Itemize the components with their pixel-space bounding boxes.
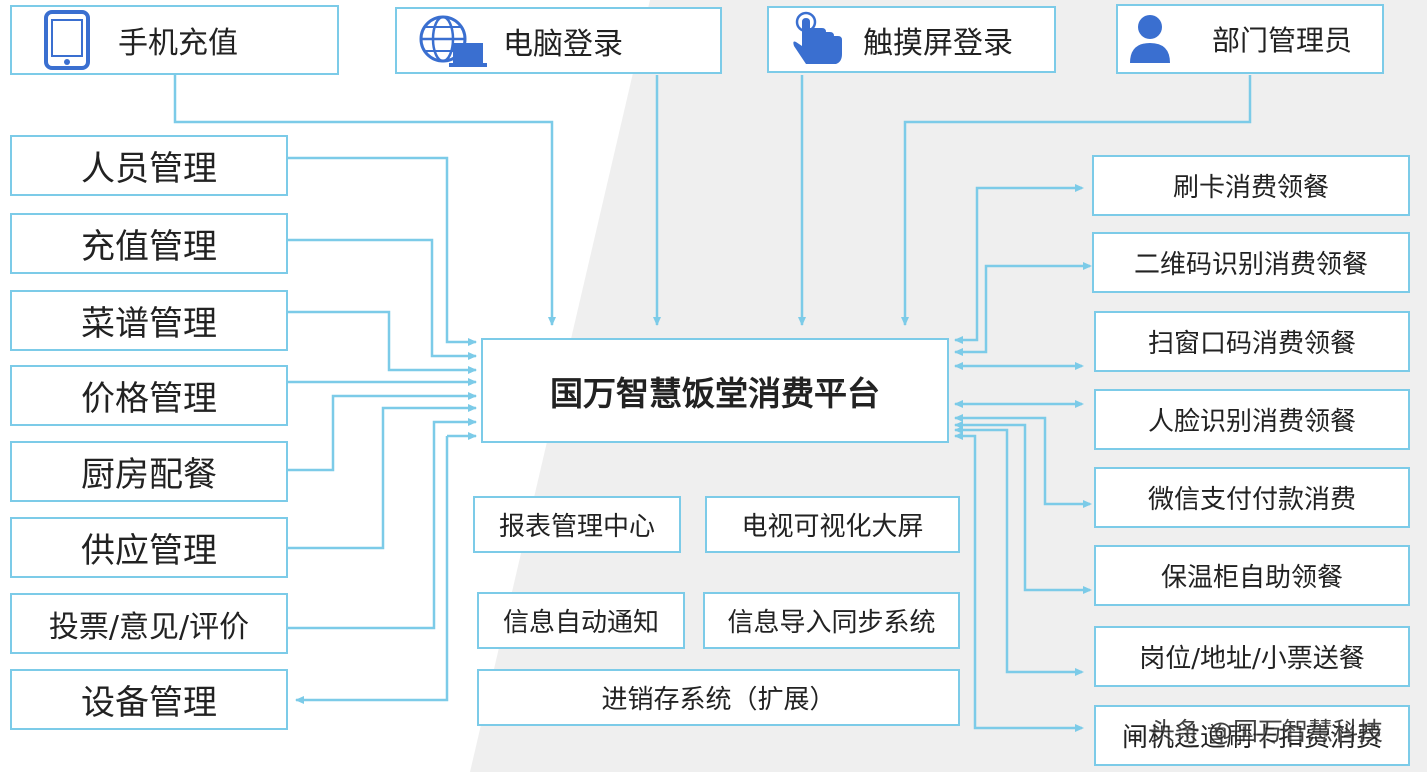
right-box-warming-cabinet: 保温柜自助领餐 bbox=[1094, 545, 1410, 606]
left-box-label: 菜谱管理 bbox=[81, 304, 217, 344]
left-box-supply: 供应管理 bbox=[10, 517, 288, 578]
left-box-label: 供应管理 bbox=[81, 531, 217, 571]
module-label: 报表管理中心 bbox=[498, 512, 655, 542]
computer-globe-icon bbox=[417, 10, 487, 72]
watermark-text: 头条 @国万智慧科技 bbox=[1150, 717, 1383, 746]
right-box-card-swipe: 刷卡消费领餐 bbox=[1092, 155, 1410, 216]
right-box-label: 二维码识别消费领餐 bbox=[1133, 250, 1368, 280]
right-box-label: 微信支付付款消费 bbox=[1147, 485, 1356, 515]
left-box-personnel: 人员管理 bbox=[10, 135, 288, 196]
left-box-kitchen: 厨房配餐 bbox=[10, 441, 288, 502]
person-icon bbox=[1128, 8, 1172, 70]
left-box-recharge: 充值管理 bbox=[10, 213, 288, 274]
left-box-vote-feedback: 投票/意见/评价 bbox=[10, 593, 288, 654]
top-box-label: 部门管理员 bbox=[1212, 24, 1353, 57]
center-platform-box: 国万智慧饭堂消费平台 bbox=[481, 338, 949, 443]
right-box-wechat-pay: 微信支付付款消费 bbox=[1094, 467, 1410, 528]
left-box-label: 设备管理 bbox=[81, 683, 217, 723]
right-box-label: 人脸识别消费领餐 bbox=[1147, 407, 1356, 437]
module-data-import-sync: 信息导入同步系统 bbox=[703, 592, 960, 649]
right-box-gate: 闸机过道刷卡扣费消费 bbox=[1094, 705, 1410, 766]
left-box-label: 投票/意见/评价 bbox=[48, 609, 250, 645]
right-box-window-code: 扫窗口码消费领餐 bbox=[1094, 311, 1410, 372]
right-box-label: 扫窗口码消费领餐 bbox=[1147, 329, 1356, 359]
right-box-qrcode: 二维码识别消费领餐 bbox=[1092, 232, 1410, 293]
module-label: 电视可视化大屏 bbox=[741, 512, 924, 542]
top-box-touchscreen-login: 触摸屏登录 bbox=[767, 6, 1056, 73]
center-title: 国万智慧饭堂消费平台 bbox=[550, 373, 880, 413]
top-box-label: 电脑登录 bbox=[503, 26, 623, 62]
right-box-face: 人脸识别消费领餐 bbox=[1094, 389, 1410, 450]
left-box-label: 人员管理 bbox=[81, 149, 217, 189]
right-box-delivery: 岗位/地址/小票送餐 bbox=[1094, 626, 1410, 687]
module-inventory: 进销存系统（扩展） bbox=[477, 669, 960, 726]
left-box-price: 价格管理 bbox=[10, 365, 288, 426]
right-box-label: 闸机过道刷卡扣费消费 bbox=[1121, 723, 1382, 753]
module-label: 进销存系统（扩展） bbox=[601, 685, 836, 715]
top-box-label: 手机充值 bbox=[118, 26, 238, 61]
left-box-menu: 菜谱管理 bbox=[10, 290, 288, 351]
left-box-device: 设备管理 bbox=[10, 669, 288, 730]
module-tv-screen: 电视可视化大屏 bbox=[705, 496, 960, 553]
right-box-label: 刷卡消费领餐 bbox=[1172, 173, 1329, 203]
right-box-label: 岗位/地址/小票送餐 bbox=[1139, 644, 1365, 674]
module-label: 信息自动通知 bbox=[502, 608, 659, 638]
module-auto-notify: 信息自动通知 bbox=[477, 592, 685, 649]
phone-icon bbox=[32, 9, 102, 71]
module-report-center: 报表管理中心 bbox=[473, 496, 681, 553]
left-box-label: 价格管理 bbox=[81, 379, 217, 419]
left-box-label: 充值管理 bbox=[81, 227, 217, 267]
top-box-pc-login: 电脑登录 bbox=[395, 7, 722, 74]
top-box-phone-recharge: 手机充值 bbox=[10, 5, 339, 75]
right-box-label: 保温柜自助领餐 bbox=[1160, 563, 1343, 593]
top-box-label: 触摸屏登录 bbox=[863, 25, 1013, 61]
left-box-label: 厨房配餐 bbox=[81, 455, 217, 495]
top-box-dept-admin: 部门管理员 bbox=[1116, 4, 1384, 74]
touch-hand-icon bbox=[783, 9, 853, 71]
module-label: 信息导入同步系统 bbox=[727, 608, 936, 638]
